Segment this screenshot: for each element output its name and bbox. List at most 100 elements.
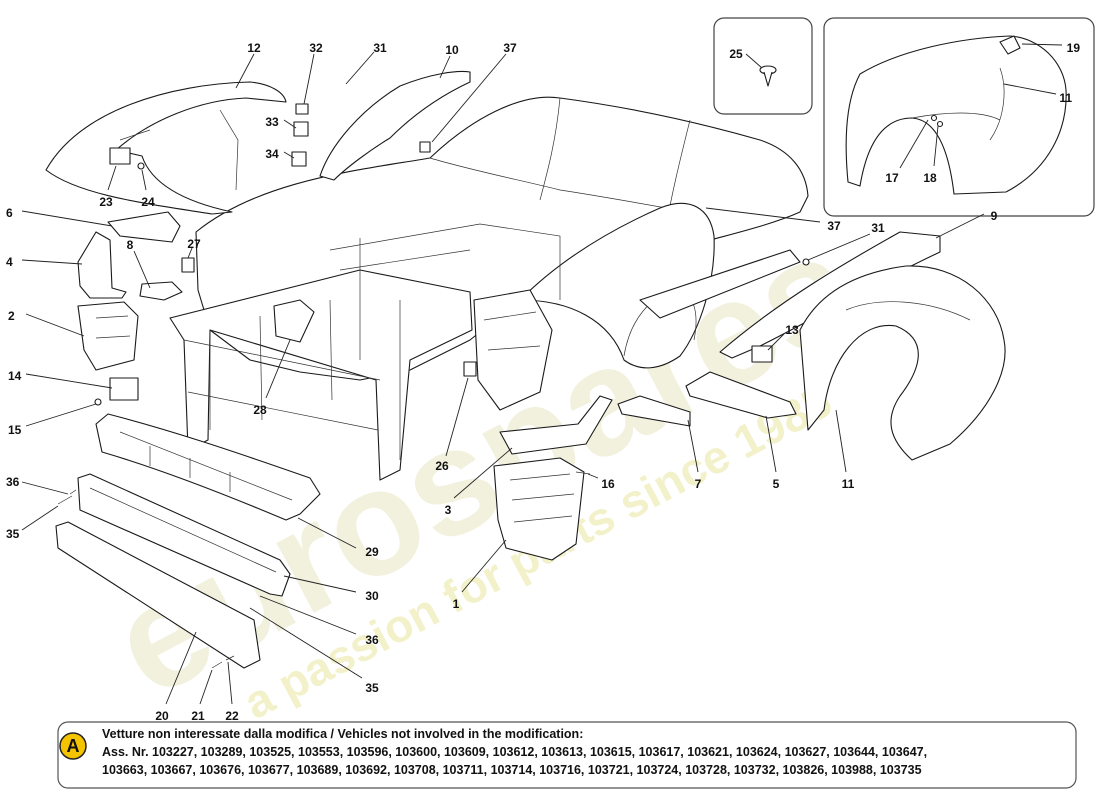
callout-c2: 2: [8, 309, 15, 323]
leader-c9: [935, 213, 985, 239]
callout-c35b: 35: [365, 681, 379, 695]
callout-c37a: 37: [503, 41, 517, 55]
notice-vehicle-list-2: 103663, 103667, 103676, 103677, 103689, …: [102, 763, 922, 777]
leader-c1: [461, 539, 507, 593]
part-15-screw: [94, 398, 102, 406]
leader-c7: [687, 419, 699, 473]
inset-rear-fender: [845, 35, 1067, 195]
leader-c36a: [21, 481, 69, 495]
callout-c16: 16: [601, 477, 615, 491]
callout-c6: 6: [6, 206, 13, 220]
part-5-bracket: [685, 371, 797, 419]
callout-c5: 5: [773, 477, 780, 491]
leader-c5: [765, 415, 777, 473]
callout-c30: 30: [365, 589, 379, 603]
callout-c1: 1: [453, 597, 460, 611]
callout-c36b: 36: [365, 633, 379, 647]
leader-c30: [283, 575, 357, 593]
callout-c31a: 31: [373, 41, 387, 55]
callout-c20: 20: [155, 709, 169, 723]
part-36-bolt: [69, 489, 77, 495]
leader-c8: [133, 250, 151, 289]
part-32-bracket: [295, 103, 309, 115]
callout-c17: 17: [885, 171, 899, 185]
part-3-bracket: [499, 395, 613, 455]
callout-c33: 33: [265, 115, 279, 129]
callout-c23: 23: [99, 195, 113, 209]
callout-c7: 7: [695, 477, 702, 491]
leader-c10: [439, 55, 451, 79]
inset-box-fastener: [713, 17, 813, 115]
part-6-bracket: [107, 211, 181, 243]
part-16-bolt: [575, 471, 591, 475]
leader-c26: [445, 377, 469, 457]
callout-c35a: 35: [6, 527, 20, 541]
callout-c12: 12: [247, 41, 261, 55]
part-23-bracket: [109, 147, 131, 165]
part-20-absorber: [55, 521, 261, 669]
leader-c15: [25, 403, 97, 427]
leader-c17: [899, 119, 929, 169]
part-30-crossmember: [77, 473, 291, 597]
callout-c4: 4: [6, 255, 13, 269]
inset-fastener: [759, 65, 777, 87]
callout-c8: 8: [127, 238, 134, 252]
part-10-upper-member: [319, 71, 471, 181]
leader-c6: [21, 210, 113, 227]
leader-c19: [1021, 43, 1063, 46]
callout-c11a: 11: [1059, 91, 1072, 105]
leader-c14: [25, 373, 113, 389]
leader-c37a: [431, 53, 507, 143]
notice-badge: [59, 732, 87, 760]
part-35-bolt: [57, 495, 73, 505]
notice-badge-letter: A: [67, 736, 80, 756]
notice-vehicle-list-1: Ass. Nr. 103227, 103289, 103525, 103553,…: [102, 745, 927, 759]
callout-c36a: 36: [6, 475, 20, 489]
leader-c13: [767, 333, 785, 351]
leader-c24: [141, 169, 147, 191]
callout-c34: 34: [265, 147, 279, 161]
leader-c27: [187, 247, 193, 259]
part-8-bracket: [139, 281, 183, 301]
leader-c18: [933, 125, 939, 167]
part-24-screw: [137, 162, 145, 170]
part-14-bracket: [109, 377, 139, 401]
leader-c36b: [259, 595, 357, 635]
part-12-front-wheelhouse: [45, 81, 287, 215]
part-4-bracket: [77, 231, 127, 299]
part-2-bracket: [77, 301, 139, 371]
notice: A Vetture non interessate dalla modifica…: [57, 721, 1077, 789]
callout-c37b: 37: [827, 219, 841, 233]
part-28-reinforcement: [273, 299, 315, 343]
leader-c23: [107, 165, 117, 191]
leader-c31a: [345, 51, 375, 85]
callout-c9: 9: [991, 209, 998, 223]
callout-c25: 25: [729, 47, 743, 61]
callout-c28: 28: [253, 403, 267, 417]
leader-c12: [235, 53, 255, 89]
callout-c18: 18: [923, 171, 937, 185]
leader-c11a: [1003, 83, 1057, 95]
callout-c10: 10: [445, 43, 459, 57]
notice-title: Vetture non interessate dalla modifica /…: [102, 727, 583, 741]
part-34-bracket: [291, 151, 307, 167]
callout-c32: 32: [309, 41, 323, 55]
leader-c35b: [249, 607, 363, 679]
callout-c13: 13: [785, 323, 799, 337]
callout-c11b: 11: [842, 477, 855, 491]
leader-c32: [303, 53, 315, 105]
leader-c21: [199, 669, 213, 705]
callout-c27: 27: [187, 237, 201, 251]
part-31-clip: [802, 258, 810, 266]
callout-c21: 21: [191, 709, 205, 723]
callout-c19: 19: [1067, 41, 1081, 55]
leader-c22: [227, 661, 233, 705]
notice-box: [57, 721, 1077, 789]
part-37-plug: [419, 141, 431, 153]
callout-c3: 3: [445, 503, 452, 517]
leader-c2: [25, 313, 85, 337]
part-19-fuel-flap: [999, 35, 1021, 55]
part-1-bracket-plate: [493, 457, 585, 561]
leader-c3: [453, 447, 513, 499]
